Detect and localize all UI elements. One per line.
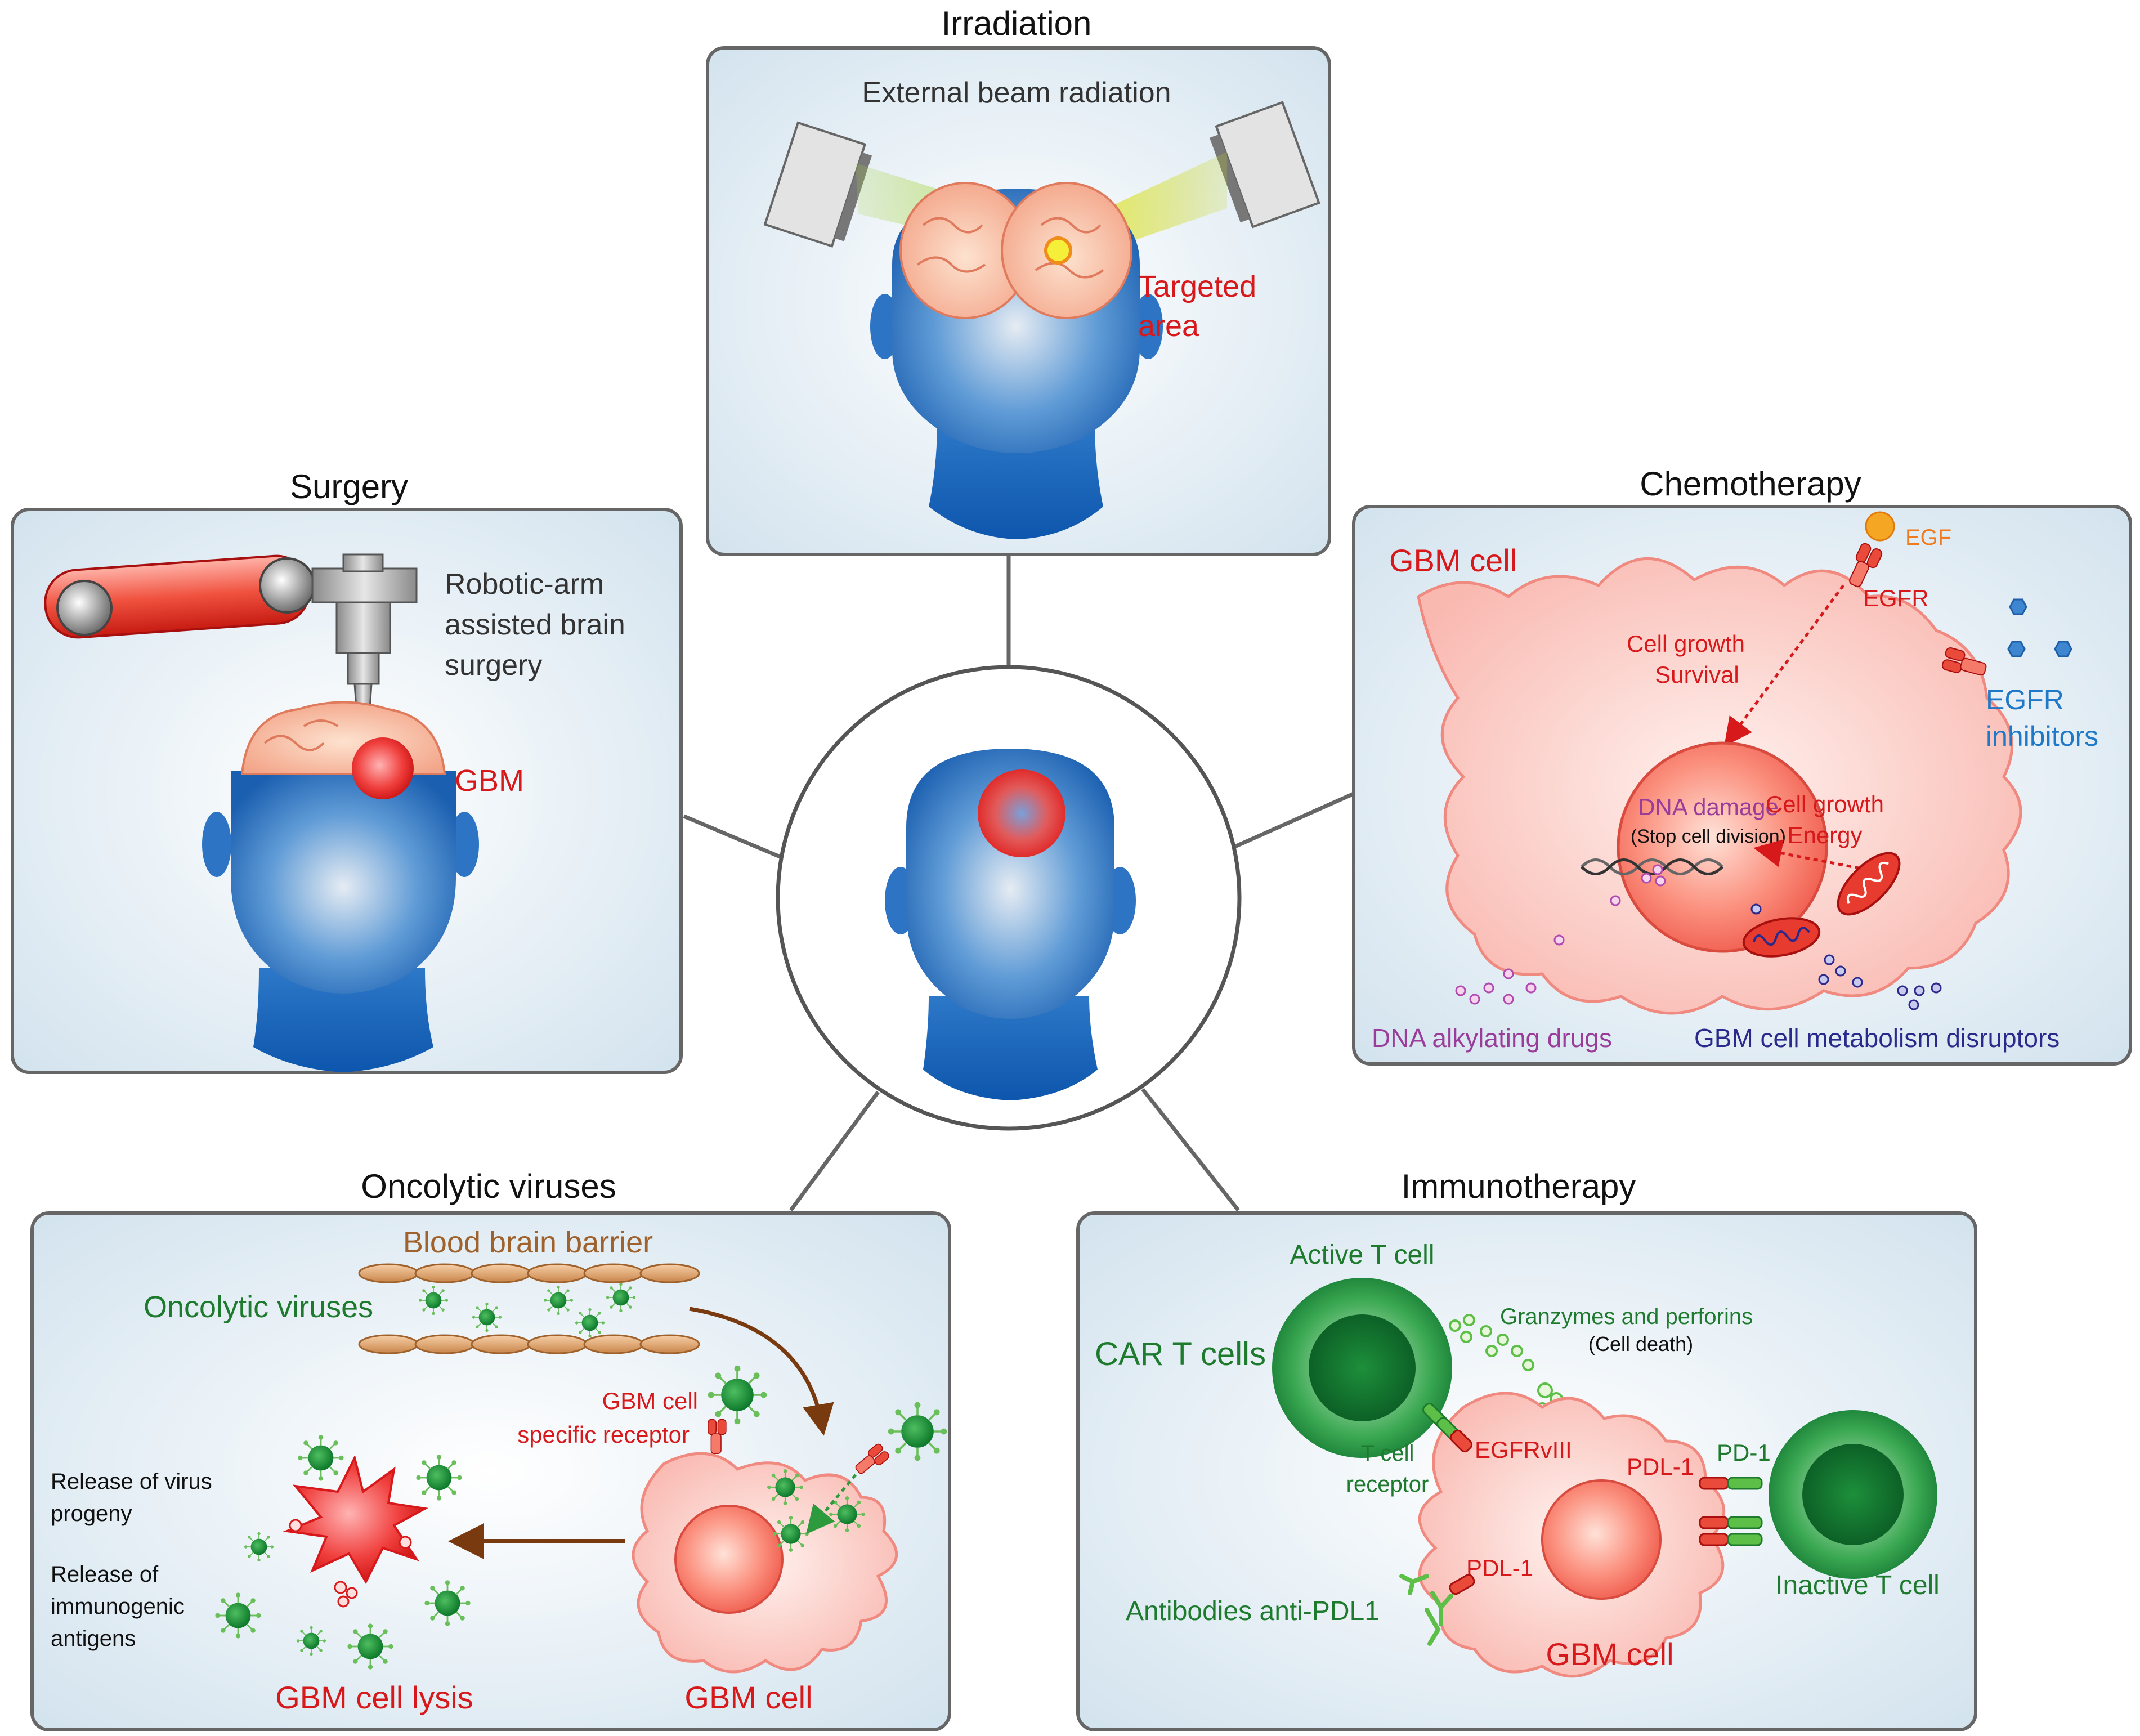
car-receptor-pair: [1422, 1403, 1473, 1453]
connector-lines: [683, 554, 1355, 1212]
dna-damage-label: DNA damage: [1638, 794, 1779, 820]
chemo-gbm-cell-label: GBM cell: [1389, 543, 1517, 578]
release-antigens-line2: immunogenic: [51, 1594, 185, 1619]
nucleus: [1617, 741, 1828, 953]
pd1-label: PD-1: [1717, 1439, 1771, 1466]
head-surgery: [202, 701, 479, 1072]
dna-alkylator-dots-nucleus: [1610, 864, 1666, 906]
chemotherapy-panel: Chemotherapy GBM cell EGF EGFR Cell grow…: [1352, 465, 2132, 1066]
egf-ligand: [1865, 511, 1895, 542]
mitochondrion-lower: [1742, 917, 1821, 958]
immunotherapy-title: Immunotherapy: [1402, 1167, 1636, 1205]
virus-transit-arrow: [689, 1307, 834, 1436]
active-t-cell: [1272, 1278, 1452, 1458]
dna-alkylating-drug-dots: [1455, 934, 1565, 1005]
virus-entry-arrow: [806, 1474, 857, 1534]
cell-death-label: (Cell death): [1588, 1332, 1693, 1355]
pdl1-receptor-bottom: [1449, 1574, 1475, 1595]
release-antigens-line1: Release of: [51, 1562, 159, 1587]
surgery-tumor: [352, 737, 414, 799]
oncolytic-viruses-label: Oncolytic viruses: [144, 1290, 373, 1324]
egfr-inhibitors-line2: inhibitors: [1986, 721, 2098, 752]
oncolytic-gbm-cell-label: GBM cell: [684, 1680, 812, 1715]
oncolytic-panel: Oncolytic viruses Blood brain barrier On…: [30, 1167, 951, 1731]
tcr-label-line1: T cell: [1361, 1441, 1414, 1466]
pdl1-bottom-label: PDL-1: [1466, 1555, 1533, 1581]
bbb-cells-upper: [358, 1263, 700, 1283]
irradiation-title: Irradiation: [942, 5, 1092, 42]
tcr-label-line2: receptor: [1346, 1472, 1429, 1497]
mitochondria-signal-arrow: [1753, 839, 1868, 871]
head-with-tumor: [885, 749, 1136, 1100]
stop-division-label: (Stop cell division): [1631, 826, 1786, 847]
release-progeny-line2: progeny: [51, 1501, 132, 1526]
gbm-cell-nucleus: [674, 1505, 784, 1614]
release-progeny-line1: Release of virus: [51, 1469, 212, 1494]
surgery-title: Surgery: [290, 468, 408, 505]
egfr-signal-arrow: [1724, 584, 1845, 747]
egfrviii-label: EGFRvIII: [1475, 1437, 1572, 1463]
car-t-cells-label: CAR T cells: [1095, 1336, 1266, 1372]
targeted-area-label-line1: Targeted: [1138, 270, 1256, 303]
egfr-label: EGFR: [1863, 585, 1929, 611]
bbb-label: Blood brain barrier: [403, 1225, 653, 1259]
growth-energy-line1: Cell growth: [1766, 791, 1884, 817]
tumor: [978, 769, 1065, 857]
egfr-inhibitor-molecules: [2007, 598, 2072, 657]
growth-survival-line1: Cell growth: [1627, 630, 1745, 657]
growth-survival-line2: Survival: [1655, 661, 1739, 688]
receptor-label-line1: GBM cell: [602, 1388, 698, 1414]
lysis-debris: [289, 1519, 412, 1608]
chemotherapy-title: Chemotherapy: [1640, 465, 1861, 503]
metabolism-disruptors-label: GBM cell metabolism disruptors: [1694, 1023, 2060, 1053]
robotic-label-line2: assisted brain: [445, 609, 625, 641]
robotic-arm: [44, 553, 418, 767]
irradiation-panel: Irradiation External beam radiation: [706, 5, 1331, 556]
pdl1-right-label: PDL-1: [1627, 1453, 1694, 1480]
inactive-t-cell: [1769, 1410, 1937, 1579]
external-beam-label: External beam radiation: [862, 77, 1171, 109]
immuno-gbm-cell-label: GBM cell: [1546, 1636, 1673, 1672]
bbb-cells-lower: [358, 1334, 700, 1354]
egfr-inhibitors-line1: EGFR: [1986, 684, 2064, 715]
growth-energy-line2: Energy: [1787, 822, 1862, 848]
active-t-cell-label: Active T cell: [1290, 1240, 1435, 1270]
inactive-t-cell-label: Inactive T cell: [1775, 1571, 1940, 1600]
granzymes-label: Granzymes and perforins: [1500, 1304, 1753, 1329]
pd1-pdl1-pair-upper: [1699, 1477, 1763, 1490]
surgery-panel: Surgery Robotic-arm assisted brain surge…: [11, 468, 683, 1074]
target-hotspot: [1044, 236, 1072, 265]
robotic-label-line3: surgery: [445, 649, 542, 682]
head-irradiation: [870, 182, 1163, 539]
center-head-panel: [776, 665, 1242, 1131]
egf-label: EGF: [1905, 525, 1951, 550]
immuno-gbm-nucleus: [1541, 1479, 1662, 1600]
metabolism-disruptor-dots: [1750, 903, 1942, 1010]
oncolytic-title: Oncolytic viruses: [361, 1167, 616, 1205]
surgery-gbm-label: GBM: [455, 764, 524, 798]
antibody-anti-pdl1: [1399, 1574, 1453, 1646]
robotic-label-line1: Robotic-arm: [445, 568, 604, 601]
targeted-area-label-line2: area: [1138, 309, 1199, 343]
immunotherapy-panel: Immunotherapy Active T cell CAR T cells …: [1076, 1167, 1977, 1731]
dna-alkylating-label: DNA alkylating drugs: [1372, 1023, 1612, 1053]
mitochondrion-upper: [1837, 852, 1901, 916]
receptor-label-line2: specific receptor: [517, 1421, 690, 1448]
gbm-cell-lysis-label: GBM cell lysis: [275, 1680, 473, 1715]
dna-helix: [1581, 858, 1723, 875]
antibodies-label: Antibodies anti-PDL1: [1126, 1596, 1380, 1626]
pd1-pdl1-pair-lower: [1699, 1516, 1763, 1546]
release-antigens-line3: antigens: [51, 1626, 136, 1651]
